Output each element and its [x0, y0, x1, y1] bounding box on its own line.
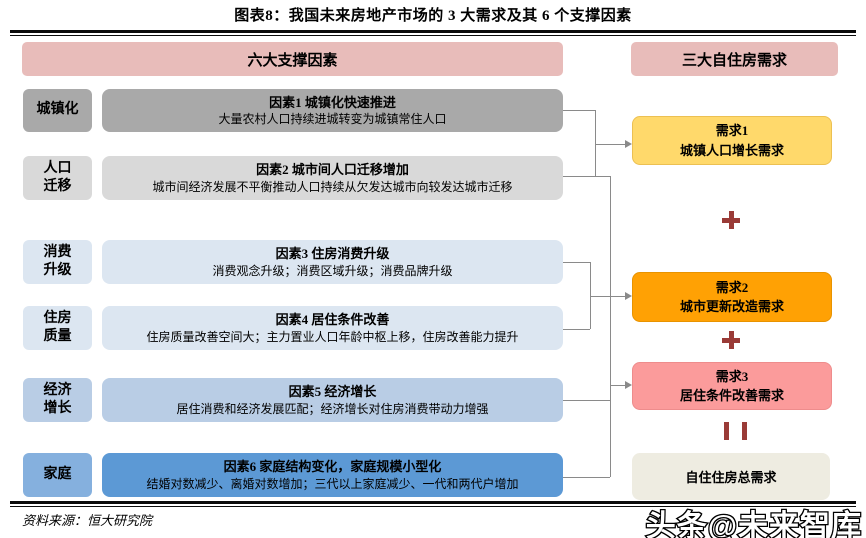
arrowhead-icon: [625, 140, 632, 148]
factor-desc: 结婚对数减少、离婚对数增加；三代以上家庭减少、一代和两代户增加: [146, 476, 519, 491]
category-label-urbanization: 城镇化: [23, 89, 92, 132]
demand-box-2: 需求2 城市更新改造需求: [632, 272, 832, 322]
factor-desc: 居住消费和经济发展匹配；经济增长对住房消费带动力增强: [176, 401, 489, 416]
total-demand-box: 自住住房总需求: [632, 453, 830, 500]
factor-desc: 消费观念升级；消费区域升级；消费品牌升级: [212, 263, 453, 278]
demand-desc: 居住条件改善需求: [679, 388, 784, 403]
category-label-family: 家庭: [23, 453, 92, 497]
factor-box-6: 因素6 家庭结构变化，家庭规模小型化 结婚对数减少、离婚对数增加；三代以上家庭减…: [102, 453, 563, 497]
left-column-header: 六大支撑因素: [22, 42, 563, 76]
equals-icon: [724, 422, 747, 440]
factor-desc: 住房质量改善空间大；主力置业人口年龄中枢上移，住房改善能力提升: [146, 329, 519, 344]
connector-arrow-line: [610, 385, 626, 386]
plus-icon: [722, 331, 740, 349]
demand-title: 需求1: [715, 123, 749, 138]
arrowhead-icon: [625, 381, 632, 389]
category-label-migration: 人口 迁移: [23, 156, 92, 200]
connector-arrow-line: [595, 144, 626, 145]
category-label-economy: 经济 增长: [23, 378, 92, 422]
source-note: 资料来源：恒大研究院: [22, 513, 153, 528]
title-divider: [10, 30, 856, 36]
category-label-consumption: 消费 升级: [23, 240, 92, 284]
factor-desc: 大量农村人口持续进城转变为城镇常住人口: [218, 112, 447, 127]
right-column-header: 三大自住房需求: [631, 42, 838, 76]
factor-box-2: 因素2 城市间人口迁移增加 城市间经济发展不平衡推动人口持续从欠发达城市向较发达…: [102, 156, 563, 200]
demand-box-1: 需求1 城镇人口增长需求: [632, 116, 832, 165]
connector-line: [563, 477, 610, 478]
demand-title: 需求3: [715, 368, 749, 384]
connector-line: [595, 110, 596, 176]
demand-box-3: 需求3 居住条件改善需求: [632, 362, 832, 410]
factor-title: 因素6 家庭结构变化，家庭规模小型化: [223, 459, 442, 475]
watermark: 头条@未来智库: [644, 509, 862, 538]
connector-line: [563, 329, 590, 330]
connector-line: [563, 262, 590, 263]
factor-title: 因素4 居住条件改善: [275, 312, 390, 328]
connector-line: [563, 176, 610, 177]
connector-line: [563, 110, 595, 111]
bottom-divider: [10, 501, 856, 507]
factor-title: 因素3 住房消费升级: [275, 246, 390, 262]
category-label-housing-quality: 住房 质量: [23, 306, 92, 350]
demand-desc: 城市更新改造需求: [679, 299, 784, 314]
factor-title: 因素2 城市间人口迁移增加: [256, 162, 409, 178]
factor-box-1: 因素1 城镇化快速推进 大量农村人口持续进城转变为城镇常住人口: [102, 89, 563, 132]
factor-desc: 城市间经济发展不平衡推动人口持续从欠发达城市向较发达城市迁移: [152, 179, 513, 194]
factor-box-4: 因素4 居住条件改善 住房质量改善空间大；主力置业人口年龄中枢上移，住房改善能力…: [102, 306, 563, 350]
demand-title: 需求2: [715, 279, 749, 295]
plus-icon: [722, 211, 740, 229]
demand-desc: 城镇人口增长需求: [679, 142, 784, 158]
connector-arrow-line: [590, 296, 626, 297]
connector-line: [610, 176, 611, 477]
factor-title: 因素5 经济增长: [288, 384, 377, 400]
figure-title: 图表8：我国未来房地产市场的 3 大需求及其 6 个支撑因素: [234, 8, 632, 24]
connector-line: [563, 400, 610, 401]
factor-box-5: 因素5 经济增长 居住消费和经济发展匹配；经济增长对住房消费带动力增强: [102, 378, 563, 422]
arrowhead-icon: [625, 292, 632, 300]
factor-title: 因素1 城镇化快速推进: [269, 94, 396, 110]
connector-line: [590, 262, 591, 329]
factor-box-3: 因素3 住房消费升级 消费观念升级；消费区域升级；消费品牌升级: [102, 240, 563, 284]
